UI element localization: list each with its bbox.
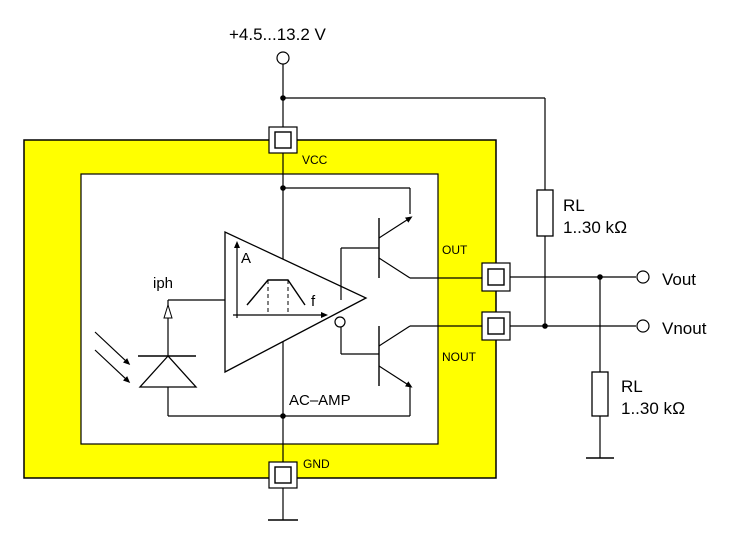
supply-terminal[interactable] <box>276 51 290 65</box>
transistor-icon <box>340 216 413 300</box>
nout-pad <box>481 311 511 341</box>
supply-label: +4.5...13.2 V <box>229 25 327 44</box>
vnout-terminal[interactable] <box>636 319 650 333</box>
amplifier-triangle-icon <box>224 230 368 374</box>
rl-top-name: RL <box>563 196 585 215</box>
photodiode-icon <box>138 299 410 417</box>
a-axis-label: A <box>241 250 251 267</box>
vnout-label: Vnout <box>662 319 707 338</box>
supply-wiring <box>276 51 545 416</box>
transistor-icon <box>340 325 413 388</box>
vout-label: Vout <box>662 270 696 289</box>
rl-bottom-value: 1..30 kΩ <box>621 399 685 418</box>
out-pad <box>481 262 511 292</box>
light-rays-icon <box>94 331 131 384</box>
amp-label: AC–AMP <box>289 392 351 409</box>
vout-terminal[interactable] <box>636 270 650 284</box>
gnd-label: GND <box>303 457 330 471</box>
output-wiring <box>510 98 636 459</box>
resistor-icon <box>591 371 609 417</box>
out-label: OUT <box>442 243 468 257</box>
rl-bottom-name: RL <box>621 377 643 396</box>
gnd-pad <box>268 461 298 489</box>
f-axis-label: f <box>311 293 316 310</box>
vcc-label: VCC <box>302 153 328 167</box>
resistor-icon <box>536 189 554 237</box>
amplifier-inverted-output-icon <box>334 316 346 328</box>
rl-top-value: 1..30 kΩ <box>563 218 627 237</box>
nout-label: NOUT <box>442 350 477 364</box>
iph-label: iph <box>153 275 173 292</box>
vcc-pad <box>268 126 298 154</box>
